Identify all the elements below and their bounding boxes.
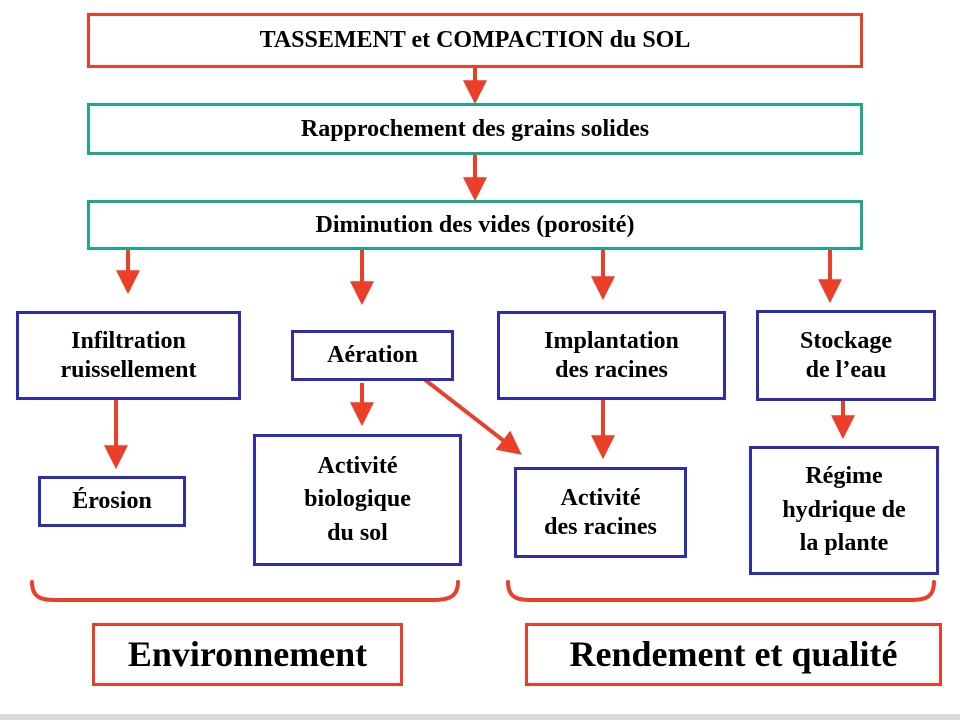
box-stockage-line1: Stockage	[800, 327, 892, 354]
box-rendement-label: Rendement et qualité	[569, 633, 898, 674]
box-tassement-label: TASSEMENT et COMPACTION du SOL	[259, 27, 691, 54]
box-regime-hydrique-line1: Régime	[805, 463, 883, 490]
bottom-strip	[0, 714, 960, 720]
box-rendement: Rendement et qualité	[525, 623, 942, 686]
box-aeration-label: Aération	[327, 342, 418, 369]
box-activite-biologique-line1: Activité	[317, 452, 398, 479]
box-activite-racines: Activité des racines	[514, 467, 687, 558]
box-implantation-line1: Implantation	[544, 327, 679, 354]
box-implantation: Implantation des racines	[497, 311, 726, 400]
box-infiltration-line2: ruissellement	[60, 356, 197, 383]
box-activite-racines-line1: Activité	[560, 484, 641, 511]
box-tassement: TASSEMENT et COMPACTION du SOL	[87, 13, 863, 68]
box-infiltration: Infiltration ruissellement	[16, 311, 241, 400]
brace-rendement	[506, 580, 936, 602]
box-regime-hydrique-line2: hydrique de	[782, 496, 906, 523]
box-rapprochement: Rapprochement des grains solides	[87, 103, 863, 155]
box-activite-biologique-line3: du sol	[327, 519, 388, 546]
box-regime-hydrique: Régime hydrique de la plante	[749, 446, 939, 575]
box-stockage: Stockage de l’eau	[756, 310, 936, 401]
box-activite-racines-line2: des racines	[544, 513, 657, 540]
box-aeration: Aération	[291, 330, 454, 381]
box-rapprochement-label: Rapprochement des grains solides	[300, 115, 650, 142]
box-diminution-label: Diminution des vides (porosité)	[315, 211, 635, 238]
box-erosion-label: Érosion	[72, 488, 152, 515]
box-activite-biologique: Activité biologique du sol	[253, 434, 462, 566]
box-stockage-line2: de l’eau	[805, 356, 887, 383]
box-diminution: Diminution des vides (porosité)	[87, 200, 863, 250]
brace-environnement	[30, 580, 460, 602]
box-infiltration-line1: Infiltration	[71, 327, 186, 354]
box-implantation-line2: des racines	[555, 356, 668, 383]
box-environnement: Environnement	[92, 623, 403, 686]
box-environnement-label: Environnement	[127, 633, 368, 674]
box-regime-hydrique-line3: la plante	[799, 530, 889, 557]
box-activite-biologique-line2: biologique	[304, 486, 411, 513]
arrow-aeration-to-activite-racines	[422, 377, 522, 455]
box-erosion: Érosion	[38, 476, 186, 527]
